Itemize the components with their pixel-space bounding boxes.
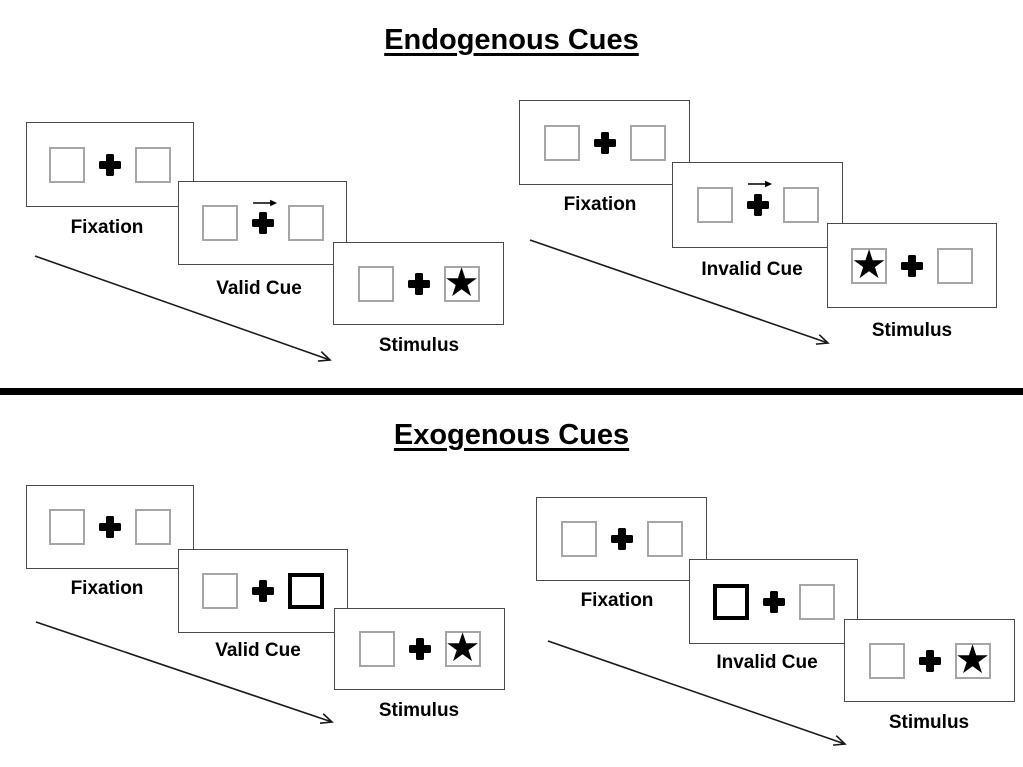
- exo-valid-fixation-panel: [26, 485, 194, 569]
- star-icon: ★: [954, 636, 991, 683]
- endo-invalid-stimulus-panel: ★: [827, 223, 997, 308]
- section-title-exogenous-text: Exogenous Cues: [393, 419, 630, 451]
- placeholder-box-left: [357, 265, 394, 302]
- target-box-right: ★: [954, 636, 991, 683]
- fixation-cross-icon: [251, 212, 274, 234]
- fixation-cross-icon: [762, 590, 785, 613]
- fixation-cross-icon: [610, 528, 633, 550]
- star-icon: ★: [444, 625, 481, 671]
- placeholder-box-right: [798, 583, 835, 620]
- endo-valid-stimulus-panel: ★: [333, 242, 504, 325]
- panel-label: Valid Cue: [216, 278, 302, 299]
- fixation-cross-icon: [407, 272, 430, 295]
- placeholder-box-right: [646, 521, 683, 557]
- target-box-right: ★: [444, 625, 481, 671]
- cue-arrow-icon: [747, 180, 772, 188]
- fixation-cross-icon: [408, 638, 431, 660]
- fixation-cross-icon: [99, 153, 121, 176]
- cue-arrow-icon: [252, 199, 277, 207]
- placeholder-box-left: [202, 573, 238, 609]
- panel-label: Invalid Cue: [701, 259, 803, 280]
- placeholder-box-right: [937, 247, 973, 284]
- placeholder-box-left: [696, 187, 733, 223]
- placeholder-box-left: [49, 509, 85, 545]
- panel-label: Fixation: [580, 590, 654, 611]
- placeholder-box-right: [629, 124, 666, 161]
- exo-valid-cue-panel: [178, 549, 348, 633]
- placeholder-box-left: [560, 521, 597, 557]
- placeholder-box-right: [135, 146, 171, 183]
- cue-highlight-box-left: [712, 583, 749, 620]
- fixation-cross-icon: [99, 516, 121, 538]
- panel-label: Invalid Cue: [716, 652, 818, 673]
- fixation-cross-icon: [918, 649, 941, 672]
- section-title-endogenous-text: Endogenous Cues: [384, 24, 639, 56]
- fixation-cross-icon: [901, 254, 923, 277]
- panel-label: Fixation: [563, 194, 637, 215]
- panel-label: Valid Cue: [215, 640, 301, 661]
- exo-invalid-cue-panel: [689, 559, 858, 644]
- exo-invalid-fixation-panel: [536, 497, 707, 581]
- panel-label: Stimulus: [378, 335, 460, 356]
- panel-label: Fixation: [70, 217, 144, 238]
- placeholder-box-left: [868, 642, 905, 679]
- placeholder-box-left: [543, 124, 580, 161]
- timeline-arrow-endogenous-invalid: [529, 239, 830, 345]
- endo-valid-fixation-panel: [26, 122, 194, 207]
- placeholder-box-right: [135, 509, 171, 545]
- placeholder-box-left: [358, 631, 395, 667]
- fixation-cross-icon: [593, 131, 616, 154]
- timeline-arrow-endogenous-valid: [34, 255, 332, 362]
- target-box-right: ★: [443, 259, 480, 306]
- panel-label: Stimulus: [871, 320, 953, 341]
- placeholder-box-right: [782, 187, 819, 223]
- endo-valid-cue-panel: [178, 181, 347, 265]
- placeholder-box-right: [287, 205, 324, 241]
- star-icon: ★: [443, 259, 480, 306]
- panel-label: Fixation: [70, 578, 144, 599]
- panel-label: Stimulus: [378, 700, 460, 721]
- endo-invalid-fixation-panel: [519, 100, 690, 185]
- star-icon: ★: [851, 241, 887, 288]
- section-title-endogenous: Endogenous Cues: [0, 24, 1023, 57]
- target-box-left: ★: [851, 241, 887, 288]
- fixation-cross-icon: [746, 194, 769, 216]
- exo-valid-stimulus-panel: ★: [334, 608, 505, 690]
- placeholder-box-left: [49, 146, 85, 183]
- endo-invalid-cue-panel: [672, 162, 843, 248]
- placeholder-box-left: [201, 205, 238, 241]
- timeline-arrow-exogenous-valid: [35, 621, 334, 725]
- fixation-cross-icon: [252, 580, 274, 602]
- timeline-arrow-exogenous-invalid: [547, 640, 847, 746]
- cue-highlight-box-right: [288, 573, 324, 609]
- section-title-exogenous: Exogenous Cues: [0, 419, 1023, 452]
- exo-invalid-stimulus-panel: ★: [844, 619, 1015, 702]
- section-divider: [0, 388, 1023, 395]
- panel-label: Stimulus: [888, 712, 970, 733]
